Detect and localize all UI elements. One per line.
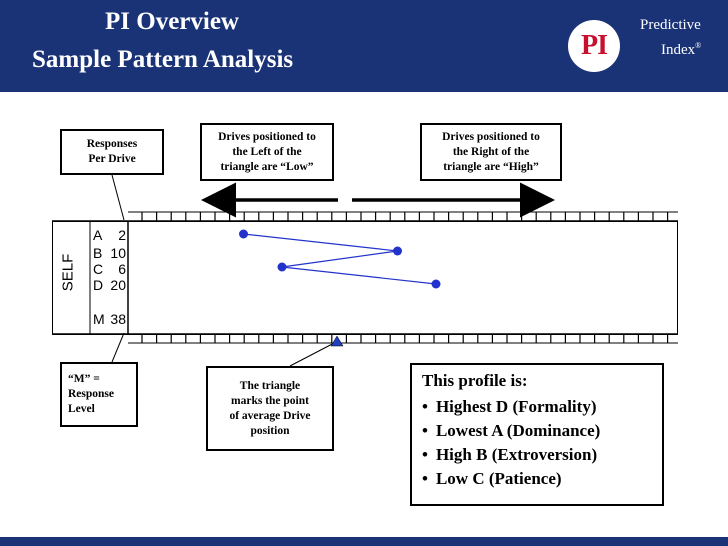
response-level-count: 38	[110, 311, 126, 327]
m-level-pointer	[111, 332, 125, 363]
drive-a-letter: A	[93, 227, 103, 243]
registered-mark: ®	[695, 41, 702, 50]
brand-name-line2: Index®	[661, 41, 701, 59]
profile-item: Highest D (Formality)	[422, 395, 600, 419]
profile-item: High B (Extroversion)	[422, 443, 600, 467]
drive-d-count: 20	[110, 277, 126, 293]
drive-b-count: 10	[110, 245, 126, 261]
slide-footer	[0, 537, 728, 546]
callout-left-low: Drives positioned to the Left of the tri…	[200, 123, 334, 181]
drive-c-count: 6	[118, 261, 126, 277]
drive-pattern-line	[243, 233, 437, 285]
drive-b-letter: B	[93, 245, 103, 261]
callout-m-response-level: “M” = Response Level	[60, 362, 138, 427]
drive-d-letter: D	[93, 277, 104, 293]
response-level-letter: M	[93, 311, 105, 327]
average-triangle	[330, 335, 344, 347]
callout-right-high: Drives positioned to the Right of the tr…	[420, 123, 562, 181]
callout-triangle-average: The triangle marks the point of average …	[206, 366, 334, 451]
profile-heading: This profile is:	[422, 371, 528, 390]
triangle-pointer	[289, 340, 339, 367]
drive-point-d	[431, 279, 441, 289]
drive-point-a	[239, 229, 248, 239]
profile-item: Low C (Patience)	[422, 467, 600, 491]
slide-title: PI Overview	[105, 8, 239, 35]
profile-summary-box: This profile is: Highest D (Formality) L…	[410, 363, 664, 506]
slide-subtitle: Sample Pattern Analysis	[32, 46, 294, 73]
profile-list: Highest D (Formality) Lowest A (Dominanc…	[422, 395, 600, 491]
callout-responses-per-drive: Responses Per Drive	[60, 129, 164, 175]
responses-pointer	[111, 174, 125, 221]
pi-logo-text: PI	[581, 30, 608, 61]
self-row-label: SELF	[59, 253, 77, 292]
profile-item: Lowest A (Dominance)	[422, 419, 600, 443]
pi-logo: PI	[568, 20, 620, 72]
drive-c-letter: C	[93, 261, 104, 277]
drive-point-c	[277, 262, 287, 272]
drive-point-b	[393, 246, 402, 256]
brand-name-index: Index	[661, 42, 696, 58]
drive-a-count: 2	[118, 227, 126, 243]
brand-name-line1: Predictive	[640, 17, 701, 33]
